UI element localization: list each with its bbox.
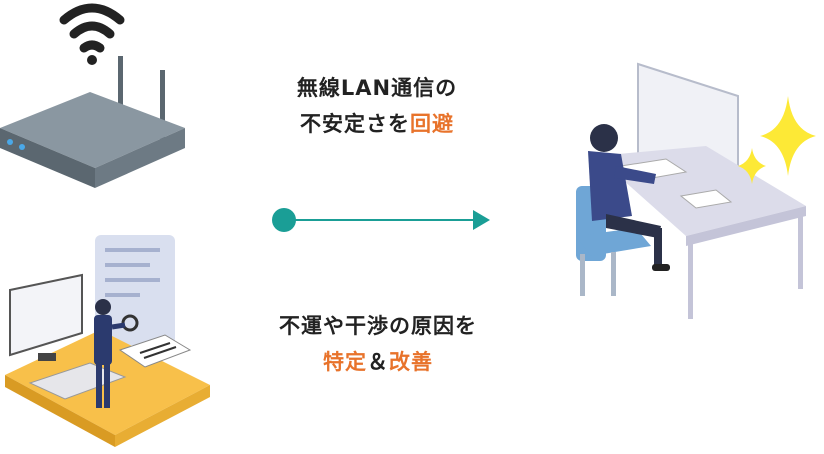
caption-top: 無線LAN通信の 不安定さを回避 bbox=[262, 70, 492, 142]
caption-bottom-accent1: 特定 bbox=[323, 350, 367, 374]
caption-top-line2-prefix: 不安定さを bbox=[300, 112, 410, 136]
analyst-illustration bbox=[5, 235, 210, 447]
caption-bottom-line2: 特定＆改善 bbox=[248, 344, 508, 380]
office-worker-illustration bbox=[576, 62, 806, 319]
wifi-icon bbox=[59, 3, 125, 65]
caption-bottom-accent2: 改善 bbox=[389, 350, 433, 374]
arrow-icon bbox=[272, 208, 490, 232]
caption-bottom-line1: 不運や干渉の原因を bbox=[279, 314, 477, 338]
caption-bottom-sep: ＆ bbox=[367, 350, 389, 374]
caption-top-line1: 無線LAN通信の bbox=[296, 76, 458, 100]
router-illustration bbox=[0, 3, 185, 188]
caption-top-line2: 不安定さを回避 bbox=[262, 106, 492, 142]
caption-bottom: 不運や干渉の原因を 特定＆改善 bbox=[248, 308, 508, 380]
caption-top-line2-accent: 回避 bbox=[410, 112, 454, 136]
sparkle-icon bbox=[738, 96, 816, 184]
